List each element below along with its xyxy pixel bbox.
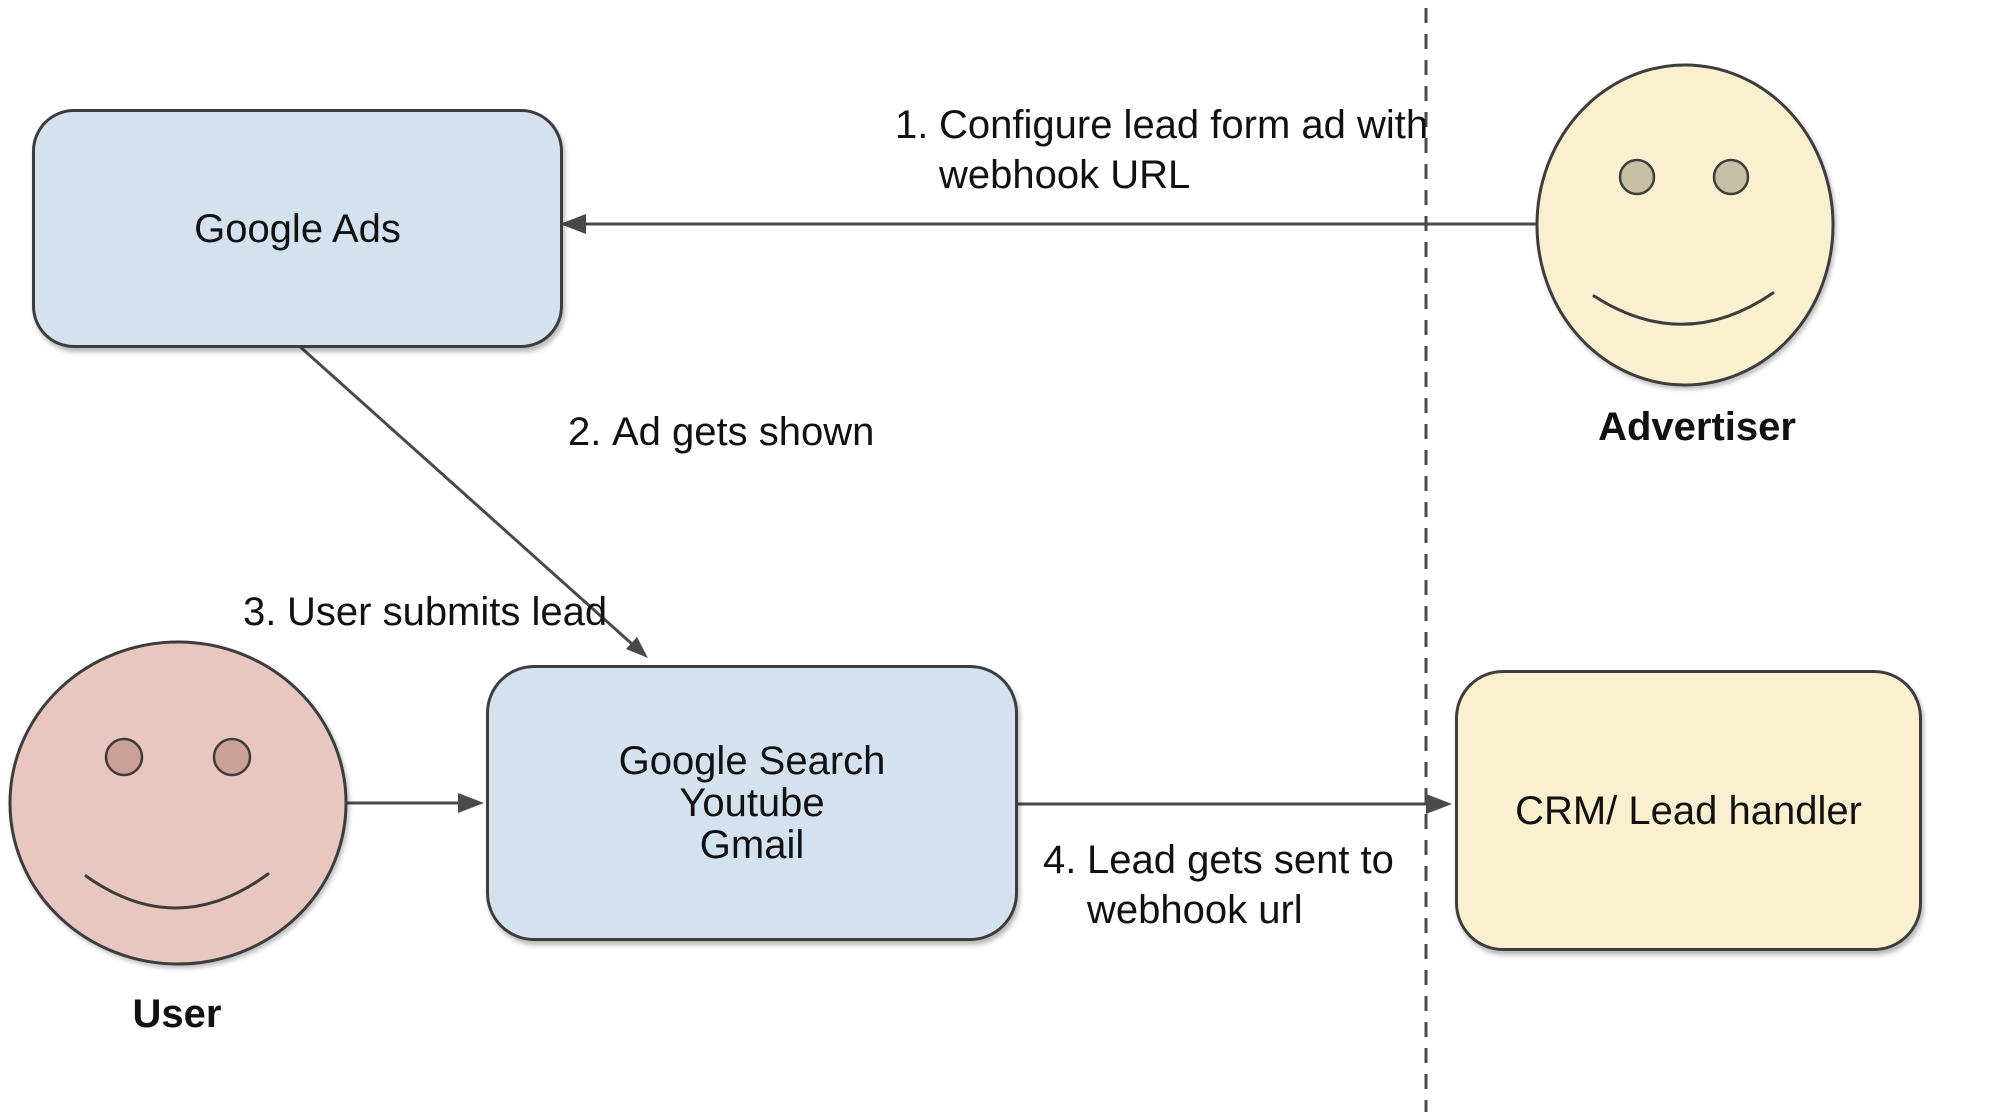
google-surfaces-label: Google Search Youtube Gmail <box>619 740 886 866</box>
arrow-ad-gets-shown <box>295 342 648 658</box>
step-2-number: 2. <box>568 410 602 454</box>
step-3-number: 3. <box>243 590 277 634</box>
step-1-text: Configure lead form ad with webhook URL <box>939 103 1429 197</box>
step-2-text: Ad gets shown <box>612 410 875 454</box>
advertiser-head <box>1535 63 1835 387</box>
step-4-label: 4. Lead gets sent to webhook url <box>1043 835 1394 935</box>
google-surfaces-node: Google Search Youtube Gmail <box>486 665 1018 941</box>
step-4-text: Lead gets sent to webhook url <box>1087 838 1394 932</box>
user-head <box>8 640 348 966</box>
arrow-lead-sent-to-webhook <box>1012 794 1452 814</box>
step-3-text: User submits lead <box>287 590 608 634</box>
surface-gmail: Gmail <box>699 823 805 867</box>
step-1-number: 1. <box>895 103 929 147</box>
step-4-number: 4. <box>1043 838 1077 882</box>
crm-label: CRM/ Lead handler <box>1515 788 1862 833</box>
google-ads-node: Google Ads <box>32 109 563 348</box>
user-face <box>8 640 348 966</box>
arrow-configure-lead-form <box>560 214 1540 234</box>
advertiser-smile-icon <box>1592 291 1775 326</box>
surface-google-search: Google Search <box>618 739 886 783</box>
advertiser-actor-label: Advertiser <box>1598 405 1796 449</box>
advertiser-face <box>1535 63 1835 387</box>
advertiser-left-eye-icon <box>1618 158 1656 196</box>
crm-lead-handler-node: CRM/ Lead handler <box>1455 670 1922 951</box>
user-left-eye-icon <box>104 737 144 777</box>
surface-youtube: Youtube <box>679 781 825 825</box>
user-right-eye-icon <box>212 737 252 777</box>
arrow-user-submits-lead <box>346 793 484 813</box>
user-actor-label: User <box>132 992 222 1036</box>
step-2-label: 2. Ad gets shown <box>568 407 874 457</box>
user-smile-icon <box>84 872 270 910</box>
step-1-label: 1. Configure lead form ad with webhook U… <box>895 100 1428 200</box>
google-ads-label: Google Ads <box>194 206 401 251</box>
step-3-label: 3. User submits lead <box>243 587 607 637</box>
advertiser-right-eye-icon <box>1712 158 1750 196</box>
